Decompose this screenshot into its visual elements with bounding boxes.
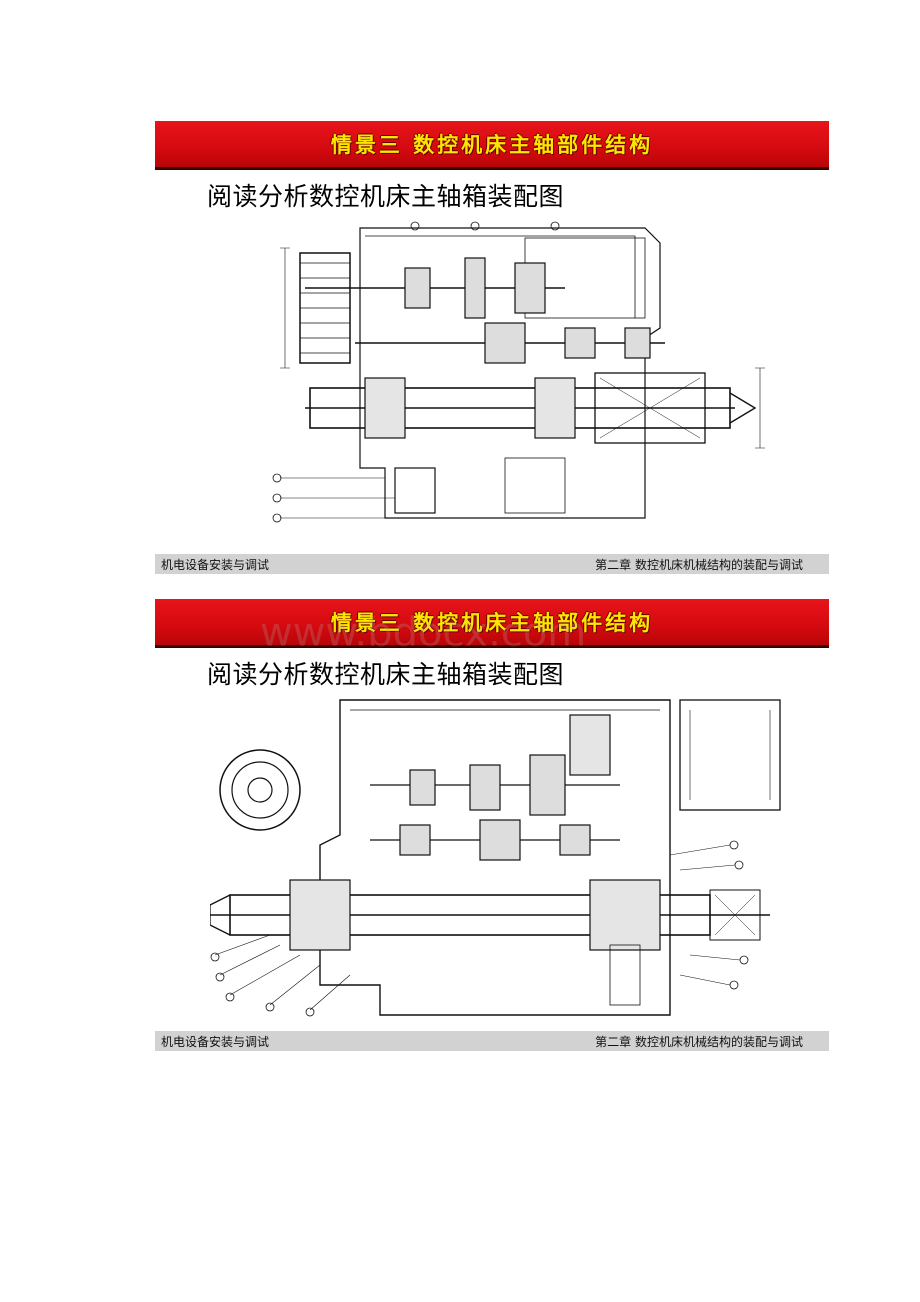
banner-title: 情景三 数控机床主轴部件结构: [330, 610, 654, 635]
slide-1: 情景三 数控机床主轴部件结构 阅读分析数控机床主轴箱装配图: [155, 121, 829, 574]
slide-heading: 阅读分析数控机床主轴箱装配图: [207, 182, 565, 211]
slide-2: 情景三 数控机床主轴部件结构 阅读分析数控机床主轴箱装配图: [155, 599, 829, 1051]
footer-chapter: 第二章 数控机床机械结构的装配与调试: [595, 557, 803, 572]
footer-course: 机电设备安装与调试: [161, 1034, 270, 1049]
slide-footer: 机电设备安装与调试 第二章 数控机床机械结构的装配与调试: [155, 554, 829, 574]
footer-chapter: 第二章 数控机床机械结构的装配与调试: [595, 1034, 803, 1049]
banner-title: 情景三 数控机床主轴部件结构: [330, 132, 654, 157]
spindle-assembly-drawing: [265, 218, 770, 548]
slide-heading: 阅读分析数控机床主轴箱装配图: [207, 660, 565, 689]
slide-banner: 情景三 数控机床主轴部件结构: [155, 121, 829, 170]
slide-footer: 机电设备安装与调试 第二章 数控机床机械结构的装配与调试: [155, 1031, 829, 1051]
slide-banner: 情景三 数控机床主轴部件结构: [155, 599, 829, 648]
footer-course: 机电设备安装与调试: [161, 557, 270, 572]
spindle-assembly-drawing: [209, 695, 790, 1030]
